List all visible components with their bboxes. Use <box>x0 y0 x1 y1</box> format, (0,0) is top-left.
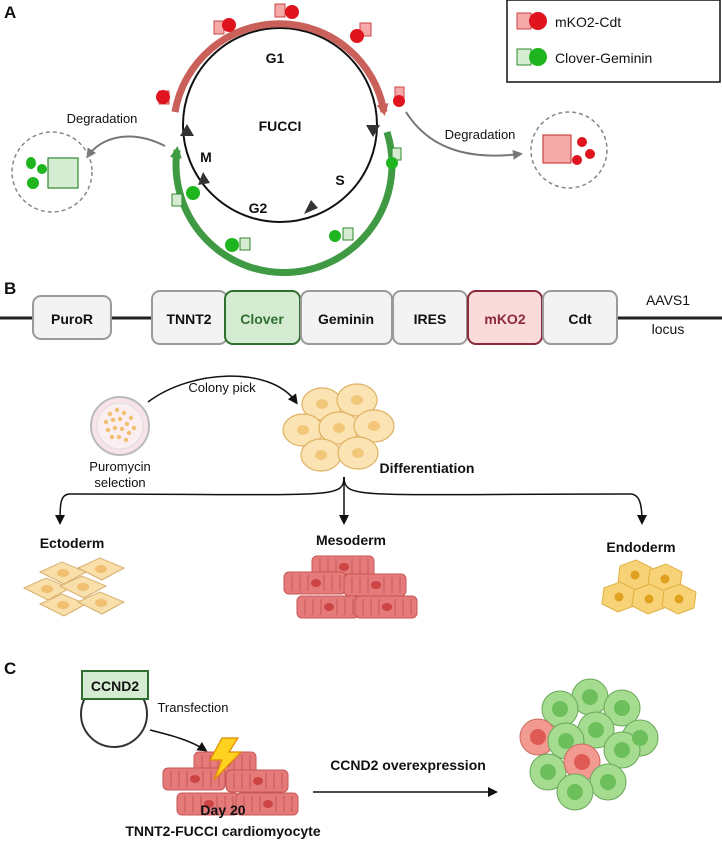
phase-m: M <box>200 149 212 165</box>
panel-b: B PuroR TNNT2 Clover Geminin IRES mKO2 <box>0 279 722 619</box>
cell-type-label: TNNT2-FUCCI cardiomyocyte <box>125 823 320 839</box>
construct-tnnt2-box: TNNT2 <box>151 290 228 345</box>
ccnd2-label: CCND2 <box>91 678 139 694</box>
panel-c-letter: C <box>4 659 16 678</box>
mko2-probe-icon <box>156 3 405 107</box>
construct-cdt-label: Cdt <box>568 311 592 327</box>
fucci-label: FUCCI <box>259 118 302 134</box>
degradation-arrow-left <box>86 135 166 159</box>
panel-c: C CCND2 Transfection Day 20 TNNT2-FUCCI … <box>4 659 659 839</box>
construct-clover-label: Clover <box>240 311 284 327</box>
ring-arrowhead-m <box>180 124 194 136</box>
mko2-arc <box>171 20 389 116</box>
locus-label-line1: AAVS1 <box>646 292 690 308</box>
panel-a: A FUCCI G1 S G2 M <box>4 0 721 276</box>
puromycin-label-line1: Puromycin <box>89 459 150 474</box>
degradation-left-label: Degradation <box>67 111 138 126</box>
construct-purор-label: PuroR <box>51 311 93 327</box>
transfection-label: Transfection <box>157 700 228 715</box>
ring-arrowhead-s <box>304 200 318 214</box>
degradation-right-label: Degradation <box>445 127 516 142</box>
colony-pick-arrow <box>147 375 298 405</box>
ring-arrowhead-g1 <box>366 125 380 137</box>
degraded-geminin-icon <box>26 157 79 189</box>
phase-g1: G1 <box>266 50 285 66</box>
mesoderm-label: Mesoderm <box>316 532 386 548</box>
construct-ires-label: IRES <box>414 311 447 327</box>
construct-geminin-box: Geminin <box>300 290 393 345</box>
differentiation-label: Differentiation <box>380 460 475 476</box>
locus-label-line2: locus <box>652 321 685 337</box>
endoderm-label: Endoderm <box>606 539 675 555</box>
panel-a-letter: A <box>4 3 16 22</box>
construct-tnnt2-label: TNNT2 <box>166 311 211 327</box>
geminin-arc <box>169 130 396 276</box>
degradation-arrow-right <box>405 111 523 160</box>
construct-purор-box: PuroR <box>32 295 112 340</box>
degradation-left-bubble <box>11 131 93 213</box>
colony-pick-label: Colony pick <box>188 380 256 395</box>
construct-geminin-label: Geminin <box>318 311 374 327</box>
mesoderm-cardiomyocyte-icon <box>283 555 418 619</box>
construct-ires-box: IRES <box>392 290 468 345</box>
stem-cell-colony-icon <box>282 383 395 472</box>
endoderm-cells-icon <box>601 559 697 615</box>
transfection-arrow <box>149 729 208 752</box>
construct-clover-box: Clover <box>224 290 301 345</box>
puromycin-label-line2: selection <box>94 475 145 490</box>
phase-s: S <box>335 172 344 188</box>
legend-mko2-label: mKO2-Cdt <box>555 14 621 30</box>
construct-cdt-box: Cdt <box>542 290 618 345</box>
ectoderm-cells-icon <box>22 557 126 617</box>
ectoderm-arrow <box>55 476 345 525</box>
construct-mko2-box: mKO2 <box>467 290 543 345</box>
ring-arrowhead-g2 <box>198 172 210 185</box>
ectoderm-label: Ectoderm <box>40 535 105 551</box>
construct-mko2-label: mKO2 <box>484 311 525 327</box>
phase-g2: G2 <box>249 200 268 216</box>
endoderm-arrow <box>343 476 647 525</box>
degraded-cdt-icon <box>542 134 595 165</box>
petri-dish-icon <box>90 396 150 456</box>
ccnd2-box <box>81 670 149 700</box>
legend-geminin-label: Clover-Geminin <box>555 50 652 66</box>
legend-geminin-icon <box>516 48 547 66</box>
legend-mko2-icon <box>516 12 547 30</box>
lightning-icon <box>208 737 243 781</box>
overexpression-label: CCND2 overexpression <box>330 757 486 773</box>
panel-b-letter: B <box>4 279 16 298</box>
proliferating-cluster-icon <box>519 678 659 811</box>
geminin-probe-icon <box>171 147 402 252</box>
day-label: Day 20 <box>200 802 245 818</box>
degradation-right-bubble <box>530 111 608 189</box>
